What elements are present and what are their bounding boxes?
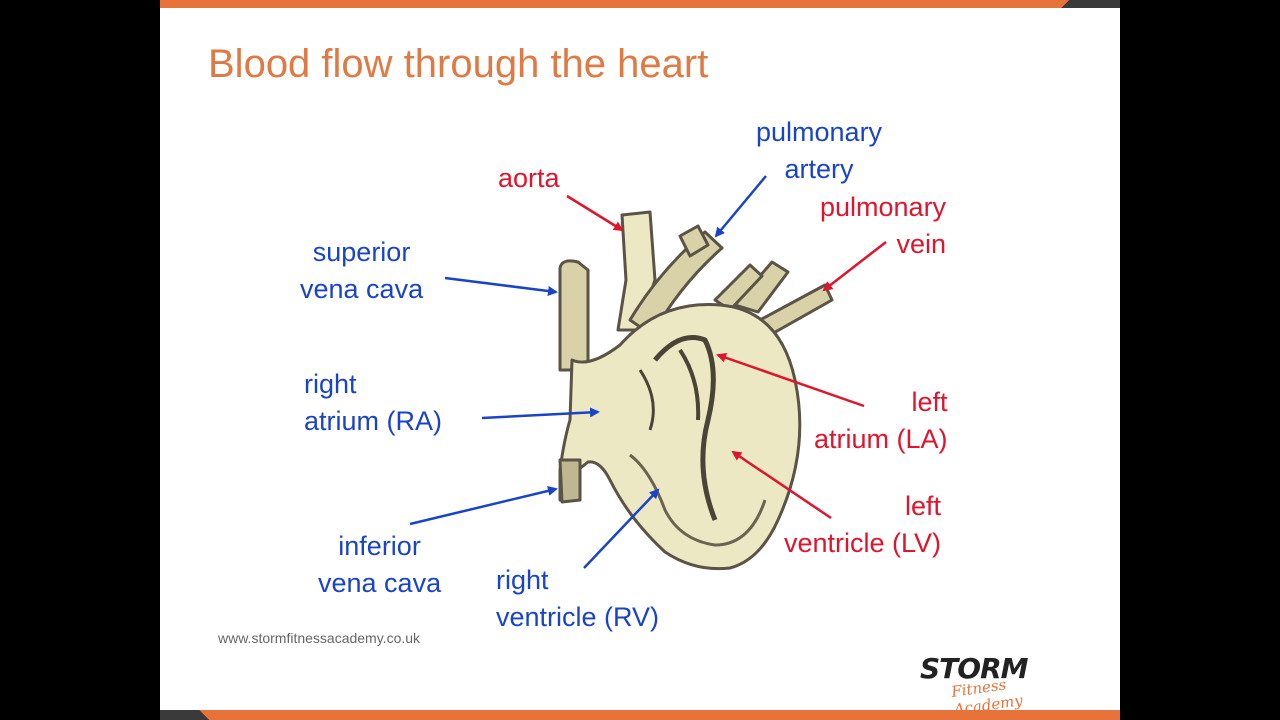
label-pulmonary-artery-line1: pulmonary (756, 117, 883, 147)
label-left-atrium-line1: left (911, 387, 948, 417)
label-pulmonary-vein-line1: pulmonary (820, 192, 947, 222)
top-accent-bar (160, 0, 1120, 8)
storm-logo: STORM Fitness Academy (920, 652, 1080, 719)
label-left-ventricle-line2: ventricle (LV) (784, 528, 942, 558)
label-aorta-line1: aorta (498, 163, 560, 193)
top-corner-decoration (1030, 0, 1120, 8)
septum-shape (653, 335, 718, 521)
label-pulmonary-artery-line2: artery (784, 154, 854, 184)
label-superior-vena-cava: superior vena cava (300, 234, 423, 308)
label-arrows (409, 175, 887, 569)
label-right-ventricle: right ventricle (RV) (496, 562, 659, 636)
label-right-atrium: right atrium (RA) (304, 366, 442, 440)
slide: Blood flow through the heart (160, 0, 1120, 720)
label-inferior-vena-cava-line1: inferior (338, 531, 421, 561)
label-right-ventricle-line1: right (496, 565, 549, 595)
arrow-aorta (566, 194, 624, 232)
arrow-pulmonary-artery (714, 175, 767, 238)
label-inferior-vena-cava-line2: vena cava (318, 568, 442, 598)
heart-illustration (558, 210, 834, 571)
arrow-superior-vena-cava (444, 276, 558, 296)
arrow-right-atrium (481, 407, 600, 420)
label-left-atrium-line2: atrium (LA) (814, 424, 948, 454)
heart-body-shape (558, 303, 802, 571)
label-right-ventricle-line2: ventricle (RV) (496, 602, 660, 632)
label-left-atrium: left atrium (LA) (814, 384, 948, 458)
label-superior-vena-cava-line1: superior (312, 237, 411, 267)
label-superior-vena-cava-line2: vena cava (300, 274, 424, 304)
arrow-right-ventricle (583, 488, 660, 569)
arrow-inferior-vena-cava (409, 486, 558, 526)
label-aorta: aorta (498, 160, 560, 197)
label-pulmonary-vein-line2: vein (896, 229, 947, 259)
heart-diagram (409, 175, 887, 571)
logo-wordmark: STORM (920, 652, 1028, 685)
arrow-left-atrium (716, 352, 865, 408)
label-right-atrium-line2: atrium (RA) (304, 406, 443, 436)
inferior-vena-cava-shape (558, 458, 582, 504)
bottom-accent-bar (160, 710, 1120, 720)
bottom-corner-decoration (160, 710, 240, 720)
label-left-ventricle: left ventricle (LV) (784, 488, 941, 562)
website-url: www.stormfitnessacademy.co.uk (218, 630, 421, 646)
label-right-atrium-line1: right (304, 369, 357, 399)
arrow-left-ventricle (731, 450, 832, 520)
label-pulmonary-artery: pulmonary artery (756, 114, 882, 188)
label-inferior-vena-cava: inferior vena cava (318, 528, 441, 602)
label-pulmonary-vein: pulmonary vein (820, 189, 946, 263)
superior-vena-cava-shape (558, 259, 590, 372)
slide-title: Blood flow through the heart (208, 42, 709, 86)
arrow-pulmonary-vein (822, 241, 887, 292)
label-left-ventricle-line1: left (905, 491, 942, 521)
